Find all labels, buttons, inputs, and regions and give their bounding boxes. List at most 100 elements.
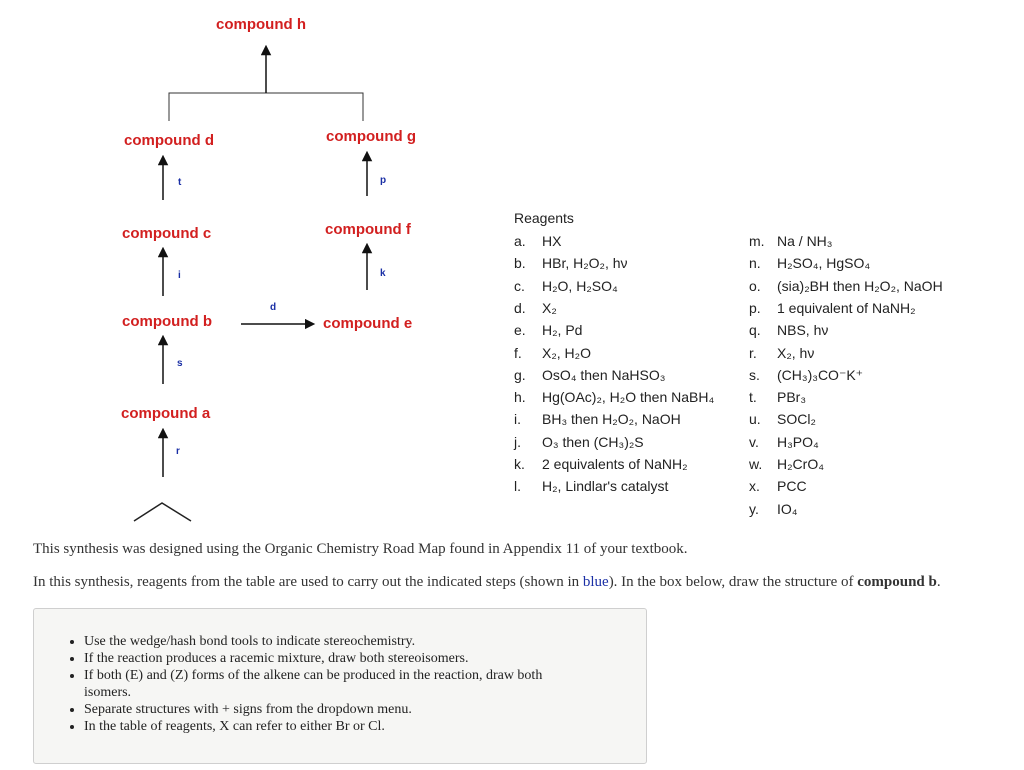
- reagent-row: c. H₂O, H₂SO₄: [514, 275, 618, 297]
- compound-f-label: compound f: [325, 221, 411, 238]
- reagent-text: X₂, hν: [777, 344, 815, 361]
- instruction-item: If both (E) and (Z) forms of the alkene …: [84, 667, 646, 701]
- task-text-target: compound b: [857, 574, 937, 590]
- reagent-letter: u.: [749, 411, 761, 428]
- reagent-row: f. X₂, H₂O: [514, 342, 591, 364]
- reagent-row: i. BH₃ then H₂O₂, NaOH: [514, 408, 681, 430]
- reagent-row: x. PCC: [749, 475, 807, 497]
- reagent-text: SOCl₂: [777, 411, 816, 428]
- reagent-letter: t.: [749, 389, 757, 406]
- reagent-row: l. H₂, Lindlar's catalyst: [514, 475, 668, 497]
- task-paragraph: In this synthesis, reagents from the tab…: [33, 574, 941, 591]
- reagent-text: HBr, H₂O₂, hν: [542, 255, 628, 272]
- step-label-t: t: [178, 177, 182, 188]
- reagent-text: Na / NH₃: [777, 233, 833, 249]
- reagent-text: (sia)₂BH then H₂O₂, NaOH: [777, 277, 943, 294]
- compound-d-label: compound d: [124, 132, 214, 149]
- reagent-letter: f.: [514, 344, 522, 361]
- instruction-item: Use the wedge/hash bond tools to indicat…: [84, 633, 646, 650]
- reagent-row: h. Hg(OAc)₂, H₂O then NaBH₄: [514, 386, 714, 408]
- reagent-row: m. Na / NH₃: [749, 230, 833, 252]
- intro-paragraph: This synthesis was designed using the Or…: [33, 541, 688, 557]
- reagent-text: PBr₃: [777, 389, 807, 406]
- reagent-letter: g.: [514, 366, 526, 383]
- reagent-row: k. 2 equivalents of NaNH₂: [514, 453, 688, 475]
- step-label-s: s: [177, 358, 183, 369]
- task-text-2: ). In the box below, draw the structure …: [608, 574, 858, 590]
- reagent-row: n. H₂SO₄, HgSO₄: [749, 252, 870, 274]
- step-label-i: i: [178, 270, 181, 281]
- reagent-row: p. 1 equivalent of NaNH₂: [749, 297, 916, 319]
- merge-bracket: [168, 92, 364, 121]
- reagent-letter: v.: [749, 433, 759, 450]
- reagent-row: b. HBr, H₂O₂, hν: [514, 252, 628, 274]
- reagent-row: t. PBr₃: [749, 386, 806, 408]
- reagent-row: v.H₃PO₄: [749, 431, 819, 453]
- reagent-text: X₂: [542, 299, 557, 316]
- reagent-row: r. X₂, hν: [749, 342, 814, 364]
- step-label-k: k: [380, 268, 386, 279]
- reagent-text: 2 equivalents of NaNH₂: [542, 456, 688, 472]
- reagent-letter: k.: [514, 456, 525, 472]
- reagent-letter: n.: [749, 255, 761, 272]
- reagent-row: w. H₂CrO₄: [749, 453, 824, 475]
- task-text-1: In this synthesis, reagents from the tab…: [33, 574, 583, 590]
- reagent-text: X₂, H₂O: [542, 344, 591, 361]
- reagent-letter: i.: [514, 411, 521, 428]
- reagent-letter: m.: [749, 233, 765, 249]
- reagent-text: H₂O, H₂SO₄: [542, 277, 618, 294]
- compound-b-label: compound b: [122, 313, 212, 330]
- instruction-item: In the table of reagents, X can refer to…: [84, 718, 646, 735]
- reagent-row: q. NBS, hν: [749, 319, 828, 341]
- step-label-p: p: [380, 175, 387, 186]
- reagent-text: 1 equivalent of NaNH₂: [777, 299, 916, 316]
- compound-c-label: compound c: [122, 225, 212, 242]
- reagent-letter: h.: [514, 389, 526, 406]
- reagent-row: d. X₂: [514, 297, 557, 319]
- compound-h-label: compound h: [216, 16, 306, 33]
- reagent-text: Hg(OAc)₂, H₂O then NaBH₄: [542, 389, 715, 406]
- reagent-text: H₂CrO₄: [777, 456, 824, 472]
- reagent-letter: s.: [749, 366, 760, 383]
- reagent-row: s. (CH₃)₃CO⁻K⁺: [749, 364, 863, 386]
- synthesis-scheme: [133, 44, 373, 522]
- instructions-box: Use the wedge/hash bond tools to indicat…: [33, 608, 647, 764]
- reagents-title: Reagents: [514, 210, 574, 226]
- reagent-letter: b.: [514, 255, 526, 272]
- reagent-letter: e.: [514, 322, 526, 339]
- instructions-list: Use the wedge/hash bond tools to indicat…: [34, 609, 646, 735]
- reagent-text: NBS, hν: [777, 322, 829, 339]
- reagent-row: y.IO₄: [749, 498, 798, 520]
- compound-g-label: compound g: [326, 128, 416, 145]
- reagent-letter: q.: [749, 322, 761, 339]
- reagent-text: O₃ then (CH₃)₂S: [542, 433, 644, 450]
- reagent-letter: c.: [514, 277, 525, 294]
- reagent-row: g.OsO₄ then NaHSO₃: [514, 364, 665, 386]
- reagent-letter: x.: [749, 478, 760, 495]
- starting-material-skeletal: [133, 502, 192, 522]
- reagent-text: BH₃ then H₂O₂, NaOH: [542, 411, 681, 428]
- task-text-blue: blue: [582, 574, 609, 590]
- step-label-r: r: [176, 446, 180, 457]
- reagent-row: u. SOCl₂: [749, 408, 816, 430]
- reagent-letter: d.: [514, 299, 526, 316]
- reagent-text: (CH₃)₃CO⁻K⁺: [777, 366, 864, 383]
- reagent-text: HX: [542, 233, 562, 249]
- reagent-text: PCC: [777, 478, 807, 495]
- task-text-end: .: [936, 574, 941, 590]
- instruction-item: Separate structures with + signs from th…: [84, 701, 646, 718]
- reagent-row: a. HX: [514, 230, 561, 252]
- reagent-text: H₂, Lindlar's catalyst: [542, 478, 669, 495]
- instruction-item: If the reaction produces a racemic mixtu…: [84, 650, 646, 667]
- reagent-text: H₂SO₄, HgSO₄: [777, 255, 871, 272]
- reagent-letter: a.: [514, 233, 526, 249]
- reagent-letter: w.: [749, 456, 763, 472]
- reagent-letter: o.: [749, 277, 761, 294]
- reagent-text: IO₄: [777, 500, 798, 517]
- compound-e-label: compound e: [323, 315, 413, 332]
- reagent-letter: p.: [749, 299, 761, 316]
- reagent-letter: r.: [749, 344, 757, 361]
- reagent-letter: j.: [514, 433, 521, 450]
- compound-a-label: compound a: [121, 405, 211, 422]
- reagent-letter: l.: [514, 478, 521, 495]
